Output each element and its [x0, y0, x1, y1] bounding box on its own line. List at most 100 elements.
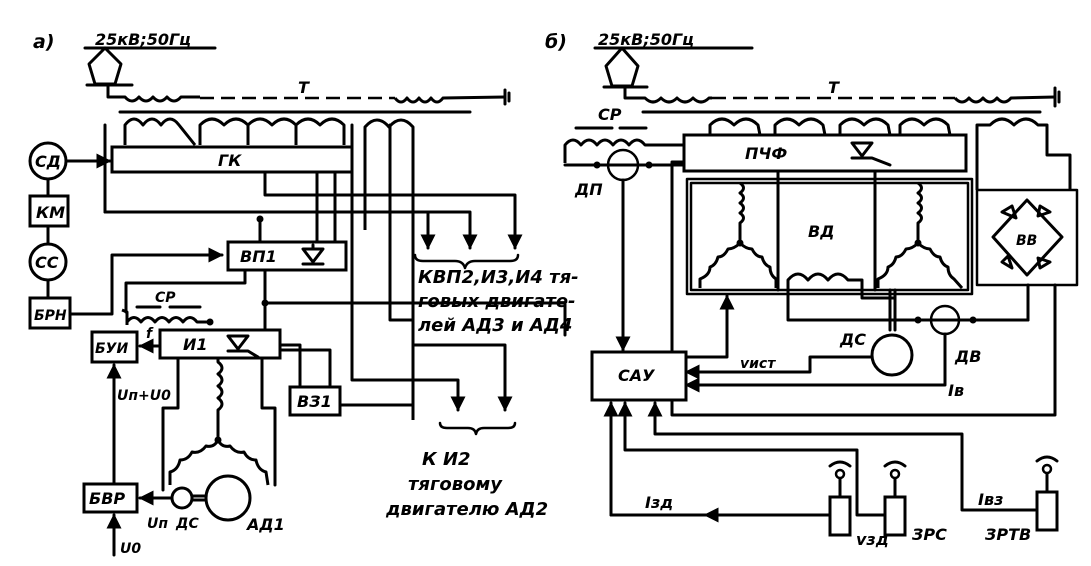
i-vz-label: Iвз [978, 490, 1003, 509]
vz1-right-link [338, 318, 415, 407]
un-label: Uп [147, 516, 168, 532]
secondary-winding-4-a [294, 117, 346, 145]
knob-icon[interactable] [1041, 463, 1053, 475]
knob-icon[interactable] [834, 468, 846, 480]
primary-winding-right-b [953, 95, 1056, 104]
vz1-label: ВЗ1 [297, 392, 332, 411]
thyristor-icon-i1 [226, 334, 260, 359]
sau-block[interactable] [590, 350, 688, 402]
vp1-block[interactable] [226, 240, 348, 272]
pchf-sau-link [670, 160, 686, 352]
thyristor-icon-pchf [850, 141, 892, 167]
secondary-winding-2-b [773, 117, 827, 136]
current-setter[interactable] [828, 495, 852, 537]
vz1-block[interactable] [288, 385, 342, 417]
zrs-label: ЗРС [911, 525, 947, 544]
i1-label: И1 [183, 335, 208, 354]
brace-lower [438, 421, 517, 436]
brn-label: БРН [34, 308, 67, 324]
panel-a: а) 25кВ;50Гц Т ГК СД КМ СС БР [28, 30, 579, 557]
diode-icon-vp1 [301, 243, 325, 266]
transformer-label-a: Т [298, 78, 310, 97]
knob-arc-icon [1035, 455, 1059, 463]
ad1-label: АД1 [245, 515, 285, 534]
sau-label: САУ [618, 366, 655, 385]
vd-winding-right-r [916, 241, 964, 289]
ds-label-b: ДС [839, 330, 866, 349]
vv-frame [975, 188, 1079, 287]
zrtv-setter[interactable] [1035, 490, 1059, 532]
bvr-label: БВР [89, 489, 125, 508]
vd-winding-left-l [698, 241, 742, 288]
primary-winding-b [623, 87, 712, 104]
vd-field-winding [786, 272, 895, 320]
secondary-winding-1-b [708, 117, 762, 136]
sau-to-vd-link [684, 294, 735, 359]
i1-block[interactable] [158, 328, 282, 360]
pantograph-icon-b [604, 46, 640, 88]
junction-dot [593, 161, 601, 169]
zrtv-label: ЗРТВ [984, 525, 1031, 544]
ds-sensor-a[interactable] [170, 486, 194, 510]
i1-vz1-link-2 [278, 348, 332, 387]
iv-label: Iв [948, 381, 964, 400]
panel-a-supply-label: 25кВ;50Гц [95, 30, 191, 49]
bui-block[interactable] [90, 330, 139, 364]
knob-arc-icon [883, 460, 907, 468]
sr-label-b: СР [598, 105, 622, 124]
un-plus-u0-label: Uп+U0 [117, 388, 171, 404]
ad1-winding-top [216, 358, 224, 440]
ad1-winding-right [216, 439, 270, 486]
pantograph-icon-a [87, 46, 123, 86]
junction-dot [645, 161, 653, 169]
ss-label: СС [35, 253, 59, 272]
vd-winding-left-top [738, 181, 745, 243]
vp1-sr-link [124, 268, 247, 314]
vd-winding-right-l [876, 241, 920, 288]
i1-vz1-link [278, 343, 302, 387]
sr-reactor-b [563, 138, 684, 163]
secondary-winding-5-b [975, 117, 1072, 190]
sr-label-a: СР [155, 290, 176, 306]
vzd-to-sau-link [617, 401, 887, 517]
bvr-block[interactable] [82, 482, 139, 514]
ds-motor-b[interactable] [870, 333, 914, 377]
note-upper-line3: лей АД3 и АД4 [418, 315, 572, 336]
knob-icon[interactable] [889, 468, 901, 480]
knob-arc-icon [828, 460, 852, 468]
vd-label: ВД [808, 222, 834, 241]
vp1-right-bus [263, 301, 567, 337]
secondary-winding-3-a [246, 117, 298, 145]
brace-upper [413, 253, 520, 270]
note-lower-line3: двигателю АД2 [385, 499, 548, 520]
vd-winding-left-r [738, 241, 778, 288]
panel-b: б) 25кВ;50Гц Т ПЧФ СР ДП [545, 30, 1079, 549]
sr-reactor-a [121, 308, 210, 325]
note-lower-line1: К И2 [422, 449, 471, 470]
ivz-to-sau-link [647, 401, 1037, 512]
gk-bus-2 [103, 210, 478, 250]
panel-b-letter: б) [545, 31, 567, 53]
vp1-label: ВП1 [240, 247, 277, 266]
f-label: f [146, 326, 154, 342]
secondary-winding-4-b [898, 117, 952, 136]
to-i2-link-2 [411, 318, 513, 412]
winding-bus-right [388, 123, 415, 322]
km-label: КМ [36, 203, 65, 222]
ad1-phase-c [260, 356, 277, 487]
v-zd-label: vзд [856, 530, 889, 549]
sd-label: СД [35, 152, 61, 171]
ds-label-a: ДС [175, 516, 199, 532]
note-upper-line1: КВП2,И3,И4 тя- [418, 267, 579, 288]
vd-frame [685, 177, 974, 296]
pchf-label: ПЧФ [745, 144, 787, 163]
transformer-label-b: Т [828, 78, 840, 97]
bui-label: БУИ [95, 341, 128, 357]
vv-label: ВВ [1016, 233, 1037, 249]
zrs-setter[interactable] [883, 495, 907, 537]
secondary-winding-1-a [123, 117, 197, 146]
ds-to-sau-link [684, 355, 874, 380]
pchf-block[interactable] [682, 133, 968, 173]
vd-winding-right-top [916, 181, 923, 243]
ad1-motor[interactable] [204, 474, 252, 522]
